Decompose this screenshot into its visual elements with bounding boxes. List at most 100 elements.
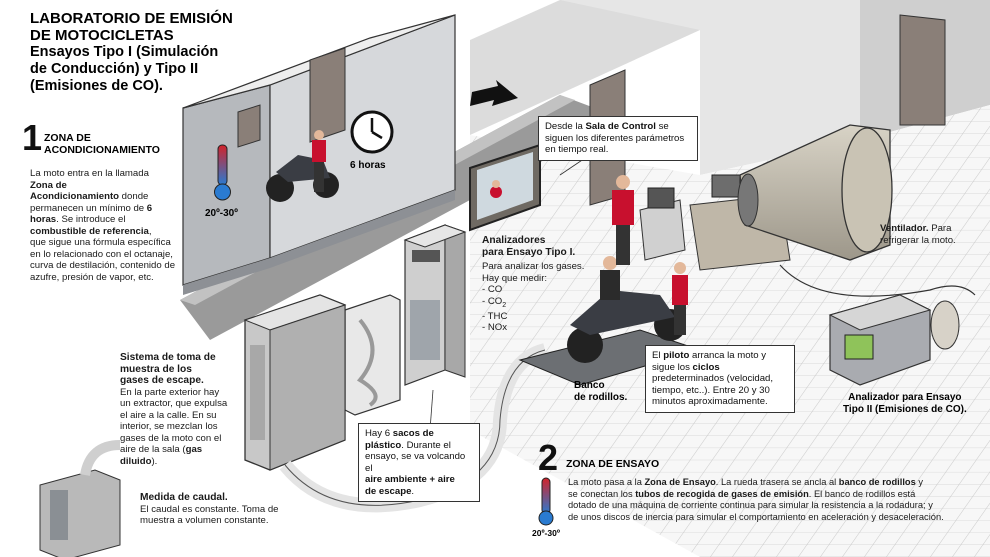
text-bold: aire ambiente + aire [365, 474, 455, 485]
text-bold: gas [185, 444, 203, 455]
zone2-number: 2 [538, 437, 559, 478]
text-line: que sigue una fórmula específica [30, 237, 171, 248]
text-bold: combustible de referencia [30, 225, 149, 237]
text-line: gases de la moto con el [120, 432, 222, 444]
sampling-heading: gases de escape. [120, 375, 204, 386]
gas-subscript: 2 [502, 301, 507, 309]
zone2-temp-label: 20º-30º [532, 528, 560, 538]
text-line: siguen los diferentes parámetros [545, 132, 685, 144]
text-line: curva de destilación, contenido de [30, 260, 176, 271]
sampling-system-text: Sistema de toma de muestra de los gases … [120, 352, 255, 467]
analyzers-type1-text: Analizadores para Ensayo Tipo I. Para an… [482, 235, 612, 334]
zone1-heading: ZONA DE ACONDICIONAMIENTO [44, 132, 160, 156]
text-line: La moto pasa a la [568, 477, 645, 487]
text-bold: Zona de Ensayo [644, 477, 716, 487]
back-wall [560, 0, 860, 175]
text-line: muestra a volumen constante. [140, 515, 269, 526]
title-line: LABORATORIO DE EMISIÓN [30, 10, 233, 27]
text-bold: horas [30, 214, 57, 225]
control-cart [639, 199, 686, 261]
gas-item: - CO [482, 295, 503, 307]
text-line: se conectan los [568, 488, 636, 499]
text-bold: Sala de Control [585, 121, 656, 132]
title-line: Ensayos Tipo I (Simulación [30, 44, 219, 60]
text-line: La moto entra en la llamada [30, 168, 149, 179]
text-bold: banco de rodillos [838, 477, 916, 487]
zone1-description: La moto entra en la llamada Zona de Acon… [30, 168, 210, 283]
text-line: Hay 6 [365, 428, 393, 439]
text-line: . El banco de rodillos está [808, 488, 916, 499]
text-line: . Se introduce el [56, 214, 126, 225]
control-room-callout: Desde la Sala de Control se siguen los d… [538, 116, 698, 161]
text-line: un extractor, que expulsa [120, 398, 228, 409]
text-bold: plástico [365, 439, 402, 451]
text-line: . [411, 485, 415, 497]
roller-bank-label: Banco de rodillos. [574, 380, 627, 404]
zone1-number: 1 [22, 117, 43, 158]
text-line: donde [119, 191, 149, 202]
text-line: Para [928, 223, 952, 234]
text-line: aire de la sala ( [120, 444, 186, 455]
text-line: y [915, 477, 923, 487]
zone2-description: La moto pasa a la Zona de Ensayo. La rue… [568, 477, 986, 523]
text-line: Hay que medir: [482, 272, 548, 284]
conditioning-room-floor [183, 190, 455, 295]
text-bold: diluido [120, 455, 152, 467]
text-line: . La rueda trasera se ancla al [715, 477, 839, 487]
technician-figure [672, 262, 688, 335]
gas-item: - CO [482, 284, 503, 295]
text-line: El [652, 350, 664, 361]
door-right [899, 14, 946, 126]
ventilator-fan [737, 124, 893, 261]
operator-figure [612, 175, 634, 265]
co-analyzer [828, 294, 960, 386]
text-line: refrigerar la moto. [880, 234, 956, 246]
text-line: arranca la moto y [689, 350, 767, 361]
zone1-temp-label: 20º-30º [205, 208, 238, 219]
text-line: minutos aproximadamente. [652, 396, 768, 407]
flow-meter [39, 440, 121, 557]
text-bold: Zona de [30, 179, 67, 191]
text-line: en lo relacionado con el octanaje, [30, 248, 173, 260]
sampling-heading: muestra de los [120, 363, 192, 375]
pilot-callout: El piloto arranca la moto y sigue los ci… [645, 345, 795, 413]
text-line: permanecen un mínimo de [30, 202, 147, 214]
label-line: Banco [574, 380, 605, 391]
hours-label: 6 horas [350, 160, 386, 171]
text-line: Para analizar los gases. [482, 261, 585, 272]
text-line: el aire a la calle. En su [120, 409, 217, 421]
text-line: azufre, presión de vapor, etc. [30, 271, 154, 283]
text-line: Desde la [545, 121, 586, 132]
text-line: ). [151, 455, 158, 467]
analyzers-heading: para Ensayo Tipo I. [482, 246, 576, 258]
text-line: predeterminados (velocidad, [652, 373, 774, 384]
motorcycle-conditioning [266, 130, 339, 202]
direction-arrow [470, 80, 518, 106]
text-line: sigue los [652, 361, 693, 373]
co-analyzer-label: Analizador para Ensayo Tipo II (Emisione… [843, 392, 967, 416]
gas-item: - NOx [482, 322, 508, 334]
sampling-heading: Sistema de toma de [120, 352, 216, 363]
text-bold: 6 [146, 202, 153, 214]
text-bold: Ventilador. [880, 223, 929, 234]
text-line: tiempo, etc..). Entre 20 y 30 [652, 384, 770, 396]
text-bold: tubos de recogida de gases de emisión [635, 488, 809, 499]
text-bold: piloto [663, 350, 690, 361]
title-line: (Emisiones de CO). [30, 78, 163, 94]
text-bold: sacos de [392, 428, 434, 439]
title-line: de Conducción) y Tipo II [30, 61, 199, 77]
text-line: en tiempo real. [545, 144, 609, 155]
text-line: dotado de una máquina de corriente conti… [568, 500, 933, 510]
label-line: de rodillos. [574, 392, 628, 403]
text-line: de unos discos de inercia para simular e… [568, 511, 944, 522]
zone1-heading-line: ACONDICIONAMIENTO [44, 144, 160, 156]
text-line: El caudal es constante. Toma de [140, 503, 279, 515]
thermometer-icon [217, 144, 228, 186]
label-line: Tipo II (Emisiones de CO). [843, 404, 967, 415]
text-bold: ciclos [692, 361, 720, 373]
text-bold: Acondicionamiento [30, 191, 120, 202]
text-line: ensayo, se va volcando el [365, 451, 466, 474]
label-line: Analizador para Ensayo [848, 392, 962, 403]
ventilator-text: Ventilador. Para refrigerar la moto. [880, 223, 985, 246]
